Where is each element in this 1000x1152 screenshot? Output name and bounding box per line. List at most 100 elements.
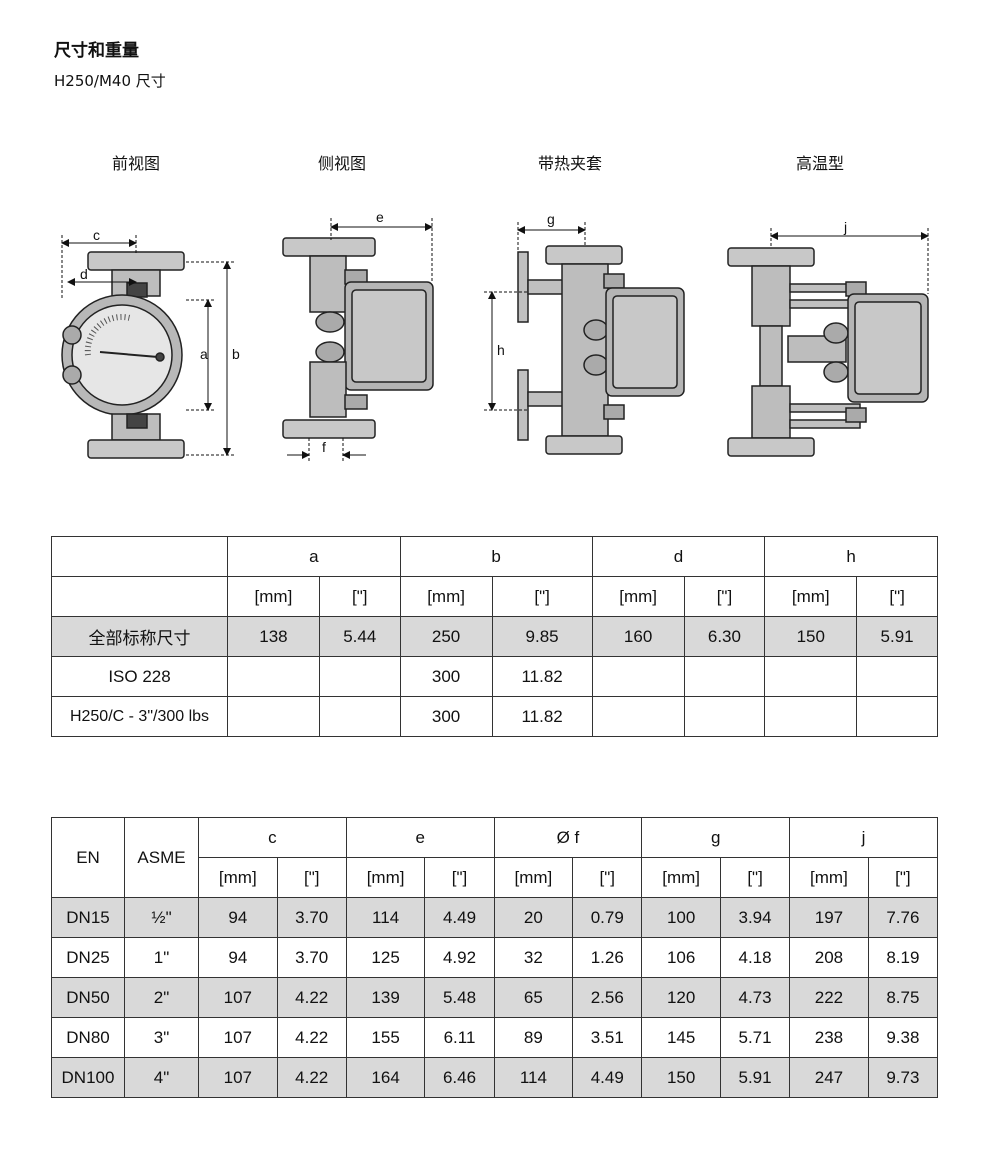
col-header-asme: ASME: [124, 817, 199, 898]
table-cell: 247: [789, 1057, 869, 1098]
table-cell: 4.22: [276, 1017, 347, 1058]
group-header-a: a: [227, 536, 401, 577]
table-cell: 150: [764, 616, 858, 657]
unit-header: ["]: [867, 857, 939, 898]
table-cell: 0.79: [572, 897, 643, 938]
table-cell: 9.85: [491, 616, 593, 657]
table-cell: 4.49: [424, 897, 495, 938]
table-unit-row: [mm] ["] [mm] ["] [mm] ["] [mm] ["]: [51, 576, 938, 617]
table-cell: 197: [789, 897, 869, 938]
table-cell: 4.18: [719, 937, 791, 978]
unit-header: [mm]: [591, 576, 685, 617]
table-cell: 6.30: [683, 616, 766, 657]
table-cell: 5.91: [856, 616, 938, 657]
table-header-row: a b d h: [51, 536, 938, 577]
table-cell: 7.76: [867, 897, 939, 938]
dimensions-table-a-b-d-h: a b d h [mm] ["] [mm] ["] [mm] ["] [mm] …: [51, 536, 938, 737]
table-cell: 4.22: [276, 1057, 347, 1098]
table-cell: 4.49: [572, 1057, 643, 1098]
row-label-asme: 4": [124, 1057, 199, 1098]
table-cell: 65: [493, 977, 574, 1018]
table-cell: 114: [493, 1057, 574, 1098]
front-view-drawing: [61, 251, 185, 459]
unit-header: ["]: [719, 857, 791, 898]
table-cell: 32: [493, 937, 574, 978]
table-cell: 5.71: [719, 1017, 791, 1058]
unit-header: [mm]: [198, 857, 278, 898]
group-header-e: e: [345, 817, 495, 858]
dim-label-a: a: [200, 346, 208, 362]
table-cell: 150: [641, 1057, 721, 1098]
table-cell: 107: [198, 977, 278, 1018]
table-cell: [227, 656, 320, 697]
table-cell: 3.94: [719, 897, 791, 938]
table-row: DN80 3" 107 4.22 155 6.11 89 3.51 145 5.…: [51, 1017, 939, 1058]
unit-header: ["]: [276, 857, 347, 898]
unit-header: [mm]: [641, 857, 721, 898]
group-header-h: h: [764, 536, 938, 577]
group-header-d: d: [591, 536, 766, 577]
view-label-front: 前视图: [111, 154, 160, 173]
unit-header: [mm]: [399, 576, 493, 617]
table-cell: [764, 696, 858, 737]
unit-header: [mm]: [493, 857, 574, 898]
table-cell: 107: [198, 1057, 278, 1098]
view-label-heating: 带热夹套: [537, 154, 602, 173]
row-label-en: DN80: [51, 1017, 125, 1058]
row-label-en: DN50: [51, 977, 125, 1018]
table-row: DN15 ½" 94 3.70 114 4.49 20 0.79 100 3.9…: [51, 897, 939, 938]
table-cell: 4.22: [276, 977, 347, 1018]
table-cell: [227, 696, 320, 737]
row-label: ISO 228: [51, 656, 228, 697]
side-view-drawing: [282, 237, 434, 439]
unit-header: [mm]: [345, 857, 426, 898]
table-cell: 164: [345, 1057, 426, 1098]
table-cell: 250: [399, 616, 493, 657]
dim-label-e: e: [376, 209, 384, 225]
col-header-en: EN: [51, 817, 125, 898]
table-cell: 138: [227, 616, 320, 657]
high-temp-drawing: [727, 247, 929, 457]
table-cell: [318, 696, 401, 737]
table-row: ISO 228 300 11.82: [51, 656, 938, 697]
table-row: H250/C - 3"/300 lbs 300 11.82: [51, 696, 938, 737]
unit-header: ["]: [683, 576, 766, 617]
table-cell: 6.46: [424, 1057, 495, 1098]
row-label-asme: 2": [124, 977, 199, 1018]
unit-header: ["]: [491, 576, 593, 617]
table-row: DN25 1" 94 3.70 125 4.92 32 1.26 106 4.1…: [51, 937, 939, 978]
table-cell: 5.48: [424, 977, 495, 1018]
row-label-asme: ½": [124, 897, 199, 938]
table-cell: 208: [789, 937, 869, 978]
table-cell: 6.11: [424, 1017, 495, 1058]
table-cell: 107: [198, 1017, 278, 1058]
table-cell: 94: [198, 897, 278, 938]
table-cell: 4.73: [719, 977, 791, 1018]
table-cell: 139: [345, 977, 426, 1018]
view-label-high-temp: 高温型: [795, 154, 844, 173]
table-cell: 9.73: [867, 1057, 939, 1098]
table-cell: 106: [641, 937, 721, 978]
table-cell: 4.92: [424, 937, 495, 978]
unit-header: [mm]: [764, 576, 858, 617]
table-cell: 11.82: [491, 656, 593, 697]
table-cell: 100: [641, 897, 721, 938]
dim-label-c: c: [93, 227, 100, 243]
table-cell: 94: [198, 937, 278, 978]
dim-label-j: j: [843, 219, 847, 235]
table-cell: 160: [591, 616, 685, 657]
row-label-asme: 3": [124, 1017, 199, 1058]
row-label-asme: 1": [124, 937, 199, 978]
table-row: 全部标称尺寸 138 5.44 250 9.85 160 6.30 150 5.…: [51, 616, 938, 657]
group-header-j: j: [789, 817, 938, 858]
page-title: 尺寸和重量: [54, 41, 139, 61]
dim-label-d: d: [80, 266, 88, 282]
page-subtitle: H250/M40 尺寸: [54, 72, 166, 90]
high-temp-dimensions: [770, 228, 929, 294]
dimension-drawings: c d a b e f: [61, 209, 929, 462]
unit-header: ["]: [424, 857, 495, 898]
group-header-g: g: [641, 817, 791, 858]
table-row: DN100 4" 107 4.22 164 6.46 114 4.49 150 …: [51, 1057, 939, 1098]
heating-jacket-dimensions: [484, 222, 586, 411]
table-cell: 145: [641, 1017, 721, 1058]
